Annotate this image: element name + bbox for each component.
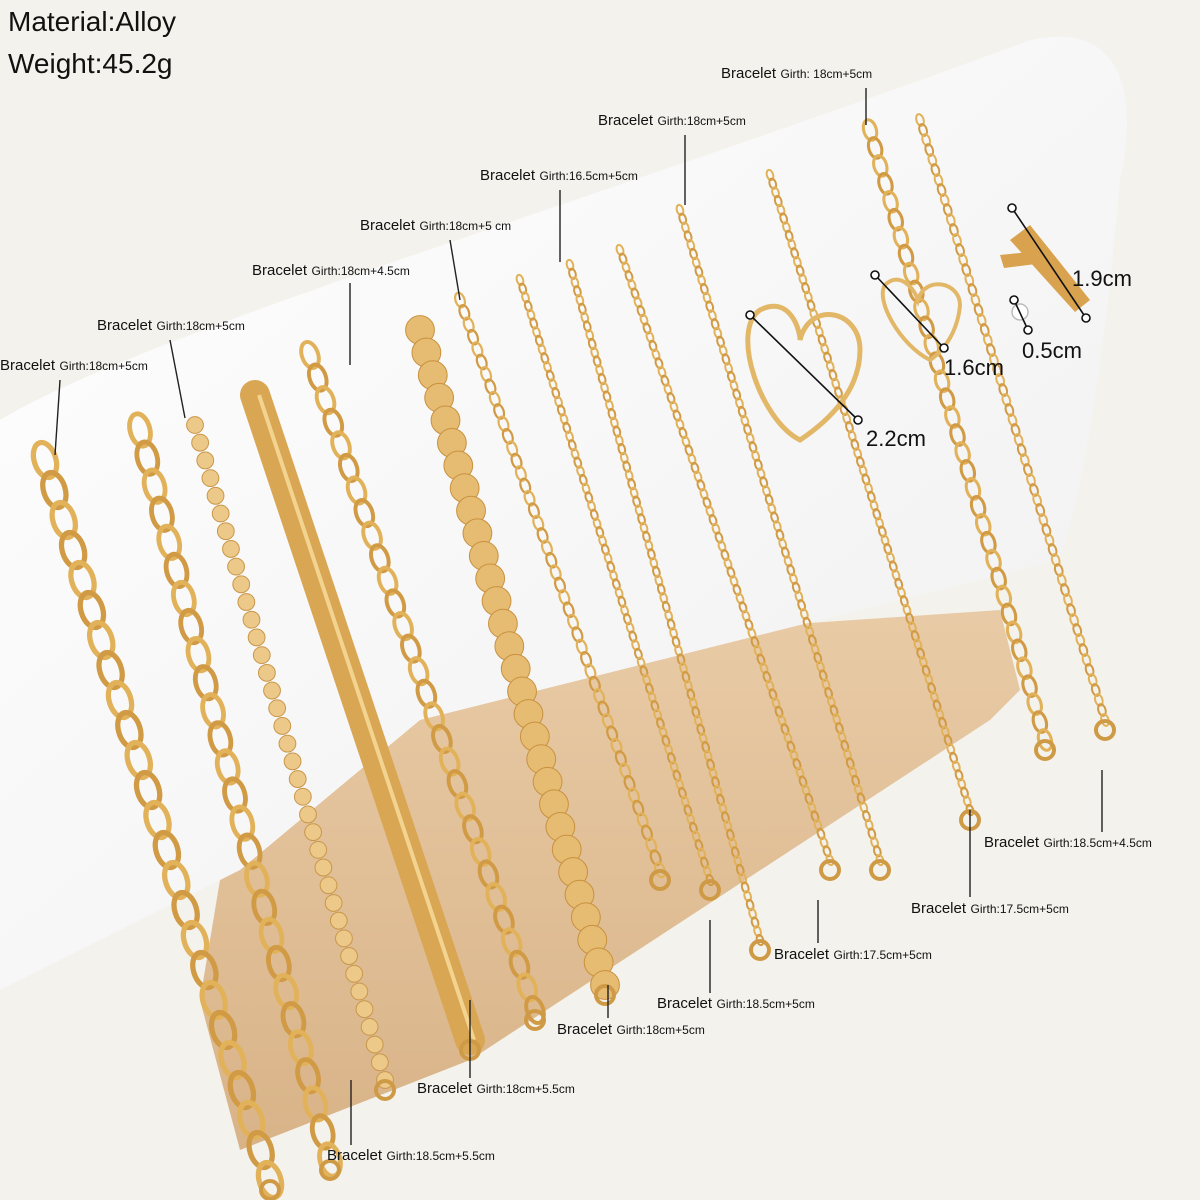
bracelet-chain-14 bbox=[915, 113, 1116, 741]
heart-pendant-large bbox=[745, 304, 863, 443]
bracelet-chain-3 bbox=[186, 416, 396, 1101]
measure-end-a-1 bbox=[745, 310, 755, 320]
label-bracelet-2: Bracelet Girth:18cm+5cm bbox=[97, 317, 245, 334]
measure-line-1 bbox=[749, 314, 859, 421]
bracelet-chain-5 bbox=[299, 339, 546, 1031]
bracelet-chains bbox=[30, 113, 1116, 1200]
heart-large-dimension: 2.2cm bbox=[866, 426, 926, 451]
bracelet-chain-8 bbox=[515, 273, 721, 901]
heart-small-dimension: 1.6cm bbox=[944, 355, 1004, 380]
bracelet-chain-7 bbox=[453, 291, 671, 891]
measure-line-2 bbox=[874, 274, 945, 349]
bracelet-chain-6 bbox=[405, 315, 620, 1006]
measure-end-a-4 bbox=[1009, 295, 1019, 305]
stone-dimension: 0.5cm bbox=[1022, 338, 1082, 363]
bracelet-chain-2 bbox=[127, 411, 343, 1181]
bracelet-chain-12 bbox=[765, 168, 981, 831]
measurement-arrows bbox=[745, 203, 1091, 425]
label-bracelet-5: Bracelet Girth:18cm+5.5cm bbox=[417, 1080, 575, 1097]
leader-line-1 bbox=[54, 379, 61, 456]
label-leader-lines bbox=[54, 88, 1103, 1145]
leader-line-6 bbox=[449, 239, 461, 301]
label-bracelet-9: Bracelet Girth:18.5cm+5cm bbox=[657, 995, 815, 1012]
weight-text: Weight:45.2g bbox=[8, 48, 173, 79]
measure-end-b-2 bbox=[939, 343, 949, 353]
label-bracelet-12: Bracelet Girth: 18cm+5cm bbox=[721, 65, 873, 82]
label-bracelet-6: Bracelet Girth:18cm+5 cm bbox=[360, 217, 512, 234]
label-bracelet-1: Bracelet Girth:18cm+5cm bbox=[0, 357, 148, 374]
label-bracelet-10: Bracelet Girth:18cm+5cm bbox=[598, 112, 746, 129]
leader-line-2 bbox=[169, 339, 186, 419]
measure-end-b-1 bbox=[853, 415, 863, 425]
measure-end-b-3 bbox=[1081, 313, 1091, 323]
label-bracelet-4: Bracelet Girth:18cm+4.5cm bbox=[252, 262, 410, 279]
label-bracelet-14: Bracelet Girth:18.5cm+4.5cm bbox=[984, 834, 1152, 851]
heart-pendant-small bbox=[880, 277, 963, 363]
cross-dimension: 1.9cm bbox=[1072, 266, 1132, 291]
wood-block bbox=[200, 610, 1020, 1150]
material-text: Material:Alloy bbox=[8, 6, 177, 37]
bracelet-chain-10 bbox=[615, 243, 841, 881]
bracelet-chain-13 bbox=[861, 118, 1056, 761]
measure-end-a-2 bbox=[870, 270, 880, 280]
bracelet-chain-9 bbox=[565, 258, 771, 961]
label-bracelet-11: Bracelet Girth:17.5cm+5cm bbox=[774, 946, 932, 963]
measure-end-a-3 bbox=[1007, 203, 1017, 213]
label-bracelet-3: Bracelet Girth:18.5cm+5.5cm bbox=[327, 1147, 495, 1164]
measure-line-3 bbox=[1011, 207, 1087, 319]
display-stand bbox=[0, 36, 1128, 990]
bracelet-chain-11 bbox=[675, 203, 891, 881]
measure-line-4 bbox=[1013, 299, 1029, 331]
bracelet-chain-1 bbox=[30, 439, 285, 1200]
label-bracelet-7: Bracelet Girth:18cm+5cm bbox=[557, 1021, 705, 1038]
label-bracelet-8: Bracelet Girth:16.5cm+5cm bbox=[480, 167, 638, 184]
measure-end-b-4 bbox=[1023, 325, 1033, 335]
label-bracelet-13: Bracelet Girth:17.5cm+5cm bbox=[911, 900, 1069, 917]
